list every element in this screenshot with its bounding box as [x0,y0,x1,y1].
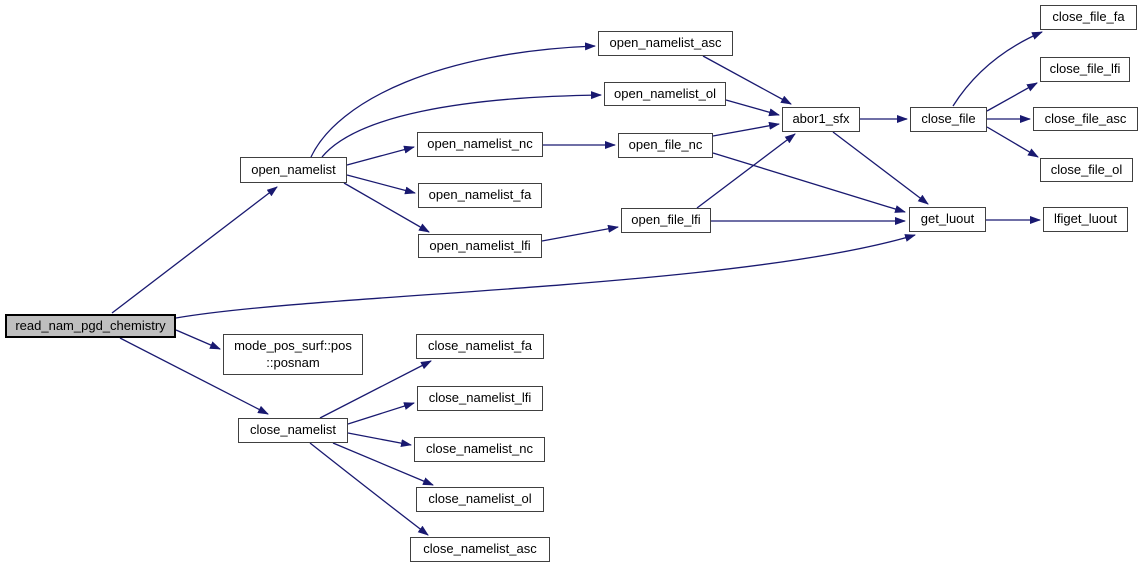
edge-read_nam_pgd_chemistry-open_namelist [111,186,278,314]
edge-close_namelist-close_namelist_asc [309,442,429,536]
edge-close_namelist-close_namelist_nc [347,432,412,448]
node-open-namelist-ol[interactable]: open_namelist_ol [604,82,726,106]
node-close-file[interactable]: close_file [910,107,987,132]
node-open-namelist[interactable]: open_namelist [240,157,347,183]
edge-close_file-close_file_fa [952,31,1043,107]
edge-close_namelist-close_namelist_ol [332,442,434,486]
edge-open_file_lfi-abor1_sfx [696,133,796,209]
node-open-namelist-fa[interactable]: open_namelist_fa [418,183,542,208]
edge-open_namelist-open_namelist_asc [310,42,596,158]
edge-close_namelist-close_namelist_fa [319,360,432,419]
edge-open_file_nc-get_luout [712,152,906,213]
edge-open_file_nc-abor1_sfx [712,121,780,137]
node-lfiget-luout[interactable]: lfiget_luout [1043,207,1128,232]
node-close-file-lfi[interactable]: close_file_lfi [1040,57,1130,82]
node-open-file-lfi[interactable]: open_file_lfi [621,208,711,233]
edge-open_namelist-open_namelist_fa [346,174,416,195]
node-open-namelist-asc[interactable]: open_namelist_asc [598,31,733,56]
node-mode-pos-surf-posnam[interactable]: mode_pos_surf::pos ::posnam [223,334,363,375]
edge-open_namelist_ol-abor1_sfx [725,99,780,117]
node-close-file-ol[interactable]: close_file_ol [1040,158,1133,182]
node-get-luout[interactable]: get_luout [909,207,986,232]
node-close-namelist-fa[interactable]: close_namelist_fa [416,334,544,359]
edge-read_nam_pgd_chemistry-get_luout [175,234,916,319]
edge-close_namelist-close_namelist_lfi [347,402,415,425]
node-close-file-asc[interactable]: close_file_asc [1033,107,1138,131]
node-close-namelist[interactable]: close_namelist [238,418,348,443]
edge-open_namelist_asc-abor1_sfx [702,55,792,105]
edge-read_nam_pgd_chemistry-posnam [175,329,221,350]
edge-open_namelist_lfi-open_file_lfi [541,224,619,242]
node-close-namelist-ol[interactable]: close_namelist_ol [416,487,544,512]
edge-open_namelist-open_namelist_ol [321,91,602,158]
node-open-namelist-lfi[interactable]: open_namelist_lfi [418,234,542,258]
edge-open_namelist-open_namelist_nc [346,145,415,166]
edge-abor1_sfx-get_luout [832,131,929,205]
node-close-file-fa[interactable]: close_file_fa [1040,5,1137,30]
edge-read_nam_pgd_chemistry-close_namelist [119,337,269,415]
node-open-file-nc[interactable]: open_file_nc [618,133,713,158]
edge-close_file-close_file_lfi [986,82,1038,112]
node-abor1-sfx[interactable]: abor1_sfx [782,107,860,132]
node-close-namelist-lfi[interactable]: close_namelist_lfi [417,386,543,411]
edge-close_file-close_file_ol [986,126,1039,158]
node-close-namelist-asc[interactable]: close_namelist_asc [410,537,550,562]
edge-open_namelist-open_namelist_lfi [343,182,430,233]
node-read-nam-pgd-chemistry: read_nam_pgd_chemistry [5,314,176,338]
node-close-namelist-nc[interactable]: close_namelist_nc [414,437,545,462]
node-open-namelist-nc[interactable]: open_namelist_nc [417,132,543,157]
